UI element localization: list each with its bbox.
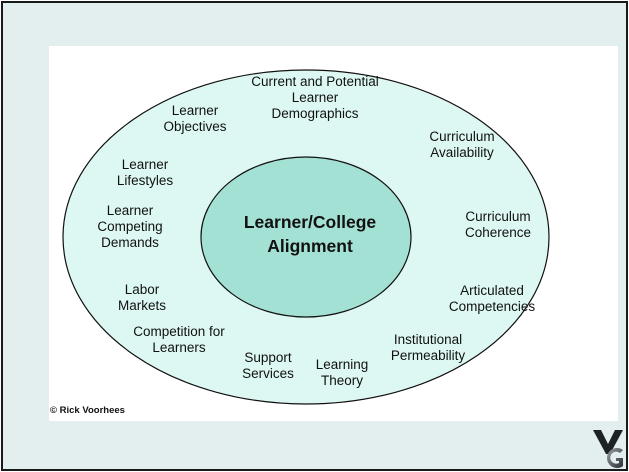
factor-current-potential-demographics: Current and Potential Learner Demographi… [251, 74, 379, 121]
center-label-line: Learner/College [243, 212, 377, 232]
center-label: Learner/College Alignment [210, 210, 410, 258]
factor-articulated-competencies: Articulated Competencies [448, 283, 536, 314]
factor-learner-objectives: Learner Objectives [163, 103, 227, 134]
factor-curriculum-coherence: Curriculum Coherence [464, 209, 532, 240]
factor-competition-for-learners: Competition for Learners [133, 324, 225, 355]
factor-learner-competing-demands: Learner Competing Demands [97, 203, 163, 250]
factor-learning-theory: Learning Theory [315, 357, 369, 388]
factor-support-services: Support Services [242, 350, 294, 381]
inner-ellipse [200, 156, 412, 318]
copyright-notice: © Rick Voorhees [50, 405, 125, 416]
center-label-line: Alignment [267, 236, 353, 256]
factor-curriculum-availability: Curriculum Availability [429, 129, 495, 160]
factor-labor-markets: Labor Markets [117, 282, 166, 313]
vg-logo-icon [593, 430, 623, 468]
factor-learner-lifestyles: Learner Lifestyles [116, 157, 174, 188]
factor-institutional-permeability: Institutional Permeability [390, 332, 466, 363]
